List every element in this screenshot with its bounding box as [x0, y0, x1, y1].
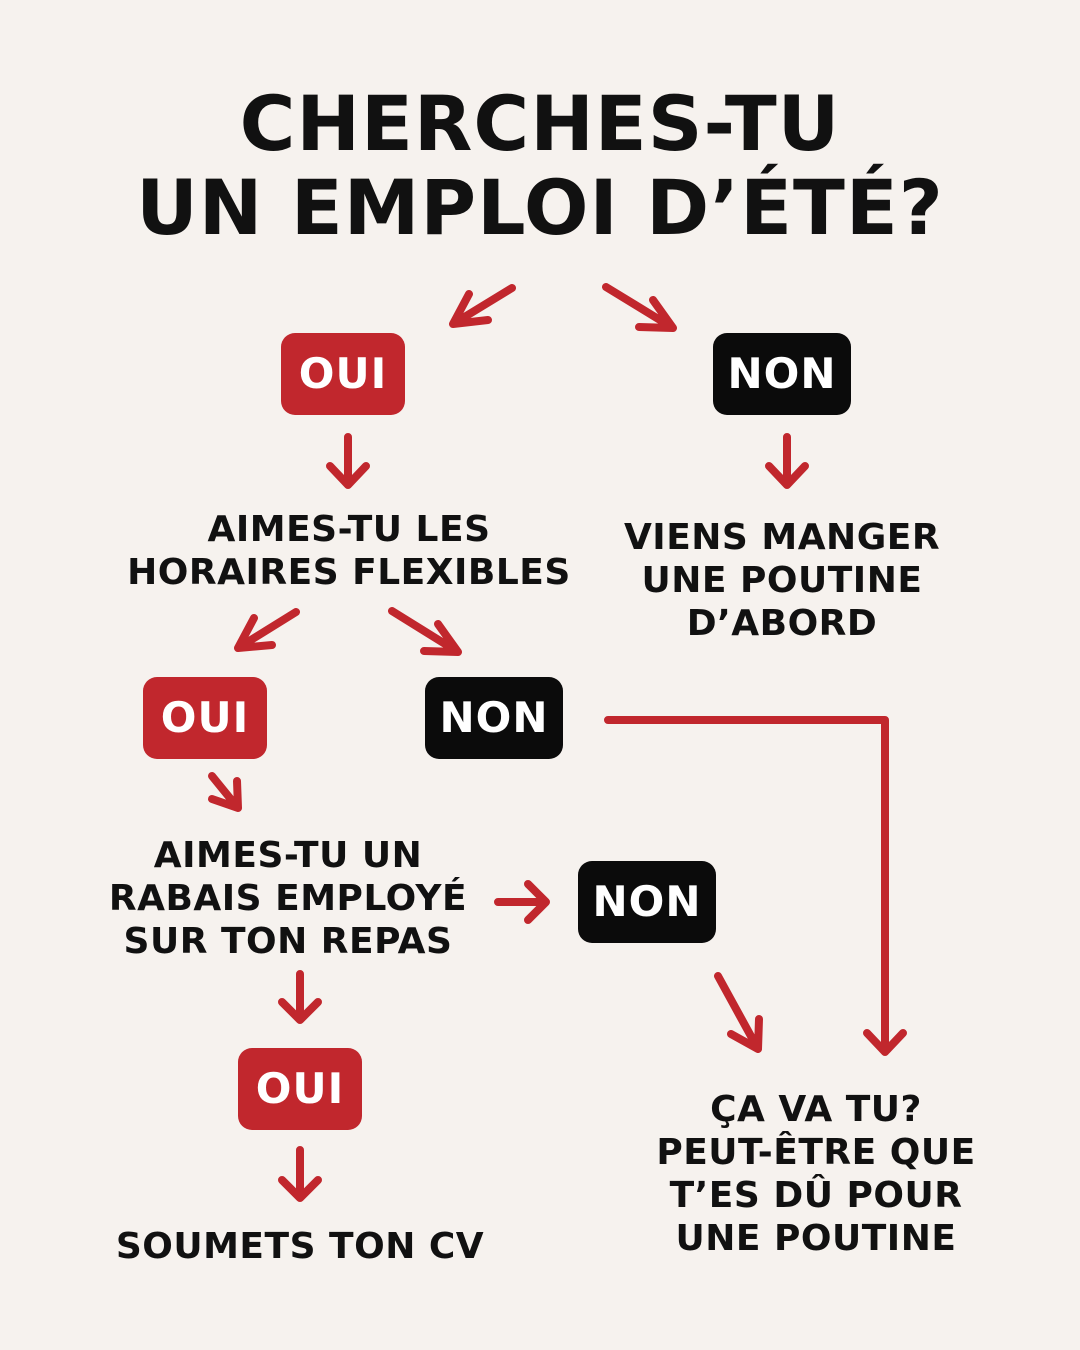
arrow-non-to-poutine	[765, 433, 809, 489]
outcome-ca-va: ÇA VA TU? PEUT-ÊTRE QUE T’ES DÛ POUR UNE…	[630, 1088, 1002, 1260]
outcome-cava-line-3: T’ES DÛ POUR	[669, 1175, 963, 1216]
outcome-soumets-line-1: SOUMETS TON CV	[115, 1226, 485, 1267]
arrow-rabais-to-non	[494, 880, 550, 924]
question-horaires-line-2: HORAIRES FLEXIBLES	[127, 552, 571, 593]
arrow-oui-to-horaires	[326, 433, 370, 489]
outcome-poutine-dabord: VIENS MANGER UNE POUTINE D’ABORD	[602, 516, 962, 645]
answer-non-2: NON	[425, 677, 563, 759]
outcome-poutine-line-2: UNE POUTINE	[641, 560, 923, 601]
arrow-non-to-cava	[714, 972, 763, 1053]
outcome-soumets-cv: SOUMETS TON CV	[100, 1225, 500, 1268]
outcome-poutine-line-1: VIENS MANGER	[623, 517, 941, 558]
arrow-non-connector	[604, 716, 907, 1056]
question-rabais: AIMES-TU UN RABAIS EMPLOYÉ SUR TON REPAS	[90, 834, 486, 963]
arrow-title-to-non	[602, 283, 677, 332]
answer-oui-2: OUI	[143, 677, 267, 759]
question-horaires-line-1: AIMES-TU LES	[207, 509, 491, 550]
question-rabais-line-2: RABAIS EMPLOYÉ	[108, 878, 468, 919]
arrow-rabais-to-oui	[278, 970, 322, 1024]
answer-non-1: NON	[713, 333, 851, 415]
question-horaires: AIMES-TU LES HORAIRES FLEXIBLES	[110, 508, 588, 594]
title-line-1: CHERCHES-TU	[239, 79, 841, 168]
outcome-cava-line-4: UNE POUTINE	[675, 1218, 957, 1259]
arrow-horaires-to-oui	[234, 608, 300, 652]
question-rabais-line-3: SUR TON REPAS	[123, 921, 453, 962]
page-title: CHERCHES-TU UN EMPLOI D’ÉTÉ?	[90, 82, 990, 250]
question-rabais-line-1: AIMES-TU UN	[153, 835, 423, 876]
outcome-cava-line-2: PEUT-ÊTRE QUE	[656, 1132, 976, 1173]
arrow-oui-to-rabais	[208, 772, 242, 812]
answer-oui-1: OUI	[281, 333, 405, 415]
arrow-horaires-to-non	[388, 607, 462, 656]
arrow-oui-to-soumets	[278, 1146, 322, 1202]
answer-non-3: NON	[578, 861, 716, 943]
outcome-poutine-line-3: D’ABORD	[686, 603, 878, 644]
title-line-2: UN EMPLOI D’ÉTÉ?	[136, 163, 944, 252]
answer-oui-3: OUI	[238, 1048, 362, 1130]
arrow-title-to-oui	[449, 284, 516, 328]
outcome-cava-line-1: ÇA VA TU?	[710, 1089, 922, 1130]
